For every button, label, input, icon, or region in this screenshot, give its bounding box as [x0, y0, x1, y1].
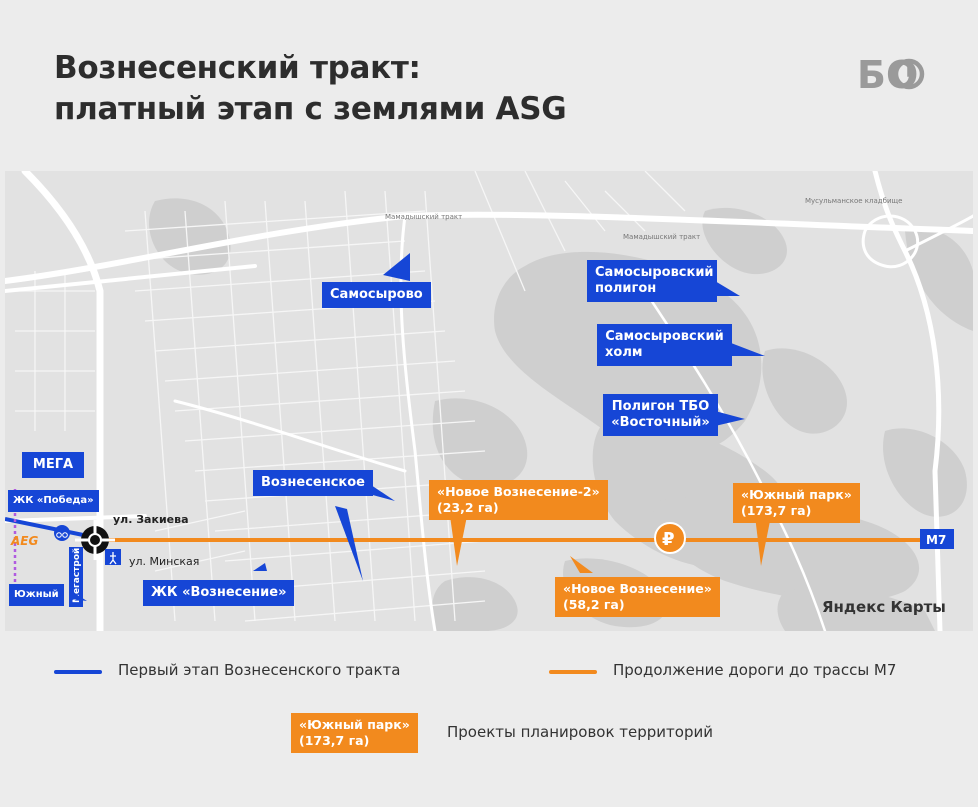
street-zakieva: ул. Закиева [113, 513, 189, 526]
title-line-1: Вознесенский тракт: [54, 50, 421, 86]
map-label-mamadysh-1: Мамадышский тракт [623, 233, 700, 241]
yandex-maps-brand: Яндекс Карты [822, 598, 946, 616]
label-novoe-voznesenie-line2: (58,2 га) [563, 597, 625, 612]
legend-first-stage-swatch [54, 670, 102, 674]
label-yuzhny-park-line1: «Южный парк» [741, 487, 852, 502]
map-area: Мамадышский тракт Мамадышский тракт Мусу… [5, 171, 973, 631]
label-yuzhny-park-line2: (173,7 га) [741, 503, 812, 518]
label-samosyrovsky-holm-line2: холм [605, 345, 643, 360]
legend-continuation-swatch [549, 670, 597, 674]
map-label-cemetery: Мусульманское кладбище [805, 197, 902, 205]
legend-projects-text: Проекты планировок территорий [447, 723, 713, 741]
asg-logo: AEG [10, 534, 38, 548]
label-novoe-voznesenie-2-line2: (23,2 га) [437, 500, 499, 515]
first-stage-line [5, 517, 94, 539]
label-voznesenskoe: Вознесенское [253, 470, 373, 496]
label-zhk-pobeda: ЖК «Победа» [8, 490, 99, 512]
label-samosyrovsky-poligon-line1: Самосыровский [595, 265, 714, 280]
label-yuzhny-park: «Южный парк» (173,7 га) [733, 483, 860, 523]
label-novoe-voznesenie-2-line1: «Новое Вознесение-2» [437, 484, 600, 499]
title-line-2: платный этап с землями ASG [54, 91, 567, 127]
ruble-toll-icon: ₽ [654, 522, 686, 554]
label-novoe-voznesenie: «Новое Вознесение» (58,2 га) [555, 577, 720, 617]
label-novoe-voznesenie-2: «Новое Вознесение-2» (23,2 га) [429, 480, 608, 520]
bo-logo: БО [857, 53, 925, 96]
clock-icon [893, 58, 925, 90]
label-samosyrovsky-poligon-line2: полигон [595, 281, 657, 296]
pedestrian-icon [105, 549, 121, 565]
label-poligon-tbo-line2: «Восточный» [611, 415, 710, 430]
label-yuzhny: Южный [9, 584, 64, 606]
legend-projects-swatch: «Южный парк» (173,7 га) [291, 713, 418, 753]
legend-continuation-text: Продолжение дороги до трассы М7 [613, 661, 897, 679]
label-samosyrovsky-holm: Самосыровский холм [597, 324, 732, 366]
label-poligon-tbo: Полигон ТБО «Восточный» [603, 394, 718, 436]
label-samosyrovsky-poligon: Самосыровский полигон [587, 260, 717, 302]
legend-projects-swatch-line2: (173,7 га) [299, 733, 370, 748]
page-title: Вознесенский тракт: платный этап с земля… [54, 48, 567, 130]
label-poligon-tbo-line1: Полигон ТБО [611, 399, 710, 414]
legend-first-stage-text: Первый этап Вознесенского тракта [118, 661, 401, 679]
m7-marker [920, 529, 954, 549]
bicycle-icon [54, 525, 70, 541]
label-samosyrovsky-holm-line1: Самосыровский [605, 329, 724, 344]
label-samosyrovo: Самосырово [322, 282, 431, 308]
street-minskaya: ул. Минская [129, 555, 199, 568]
orange-pointers [450, 516, 771, 573]
svg-text:₽: ₽ [662, 529, 675, 550]
interchange-icon [75, 520, 115, 560]
megastroy-label: Мегастрой [72, 548, 82, 603]
legend-projects-swatch-line1: «Южный парк» [299, 717, 410, 732]
label-novoe-voznesenie-line1: «Новое Вознесение» [563, 581, 712, 596]
label-mega: МЕГА [22, 452, 84, 478]
m7-marker-text: M7 [926, 533, 946, 547]
map-label-mamadysh-2: Мамадышский тракт [385, 213, 462, 221]
label-zhk-voznesenie: ЖК «Вознесение» [143, 580, 295, 606]
